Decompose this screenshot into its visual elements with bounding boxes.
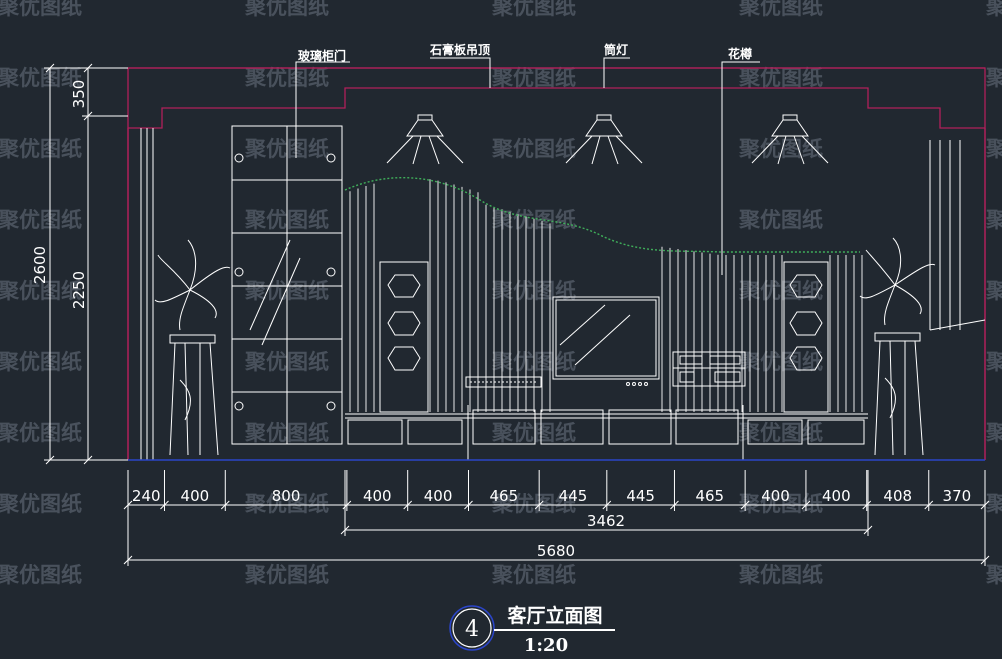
watermark-text: 聚优图纸: [491, 0, 576, 19]
watermark-text: 聚优图纸: [738, 0, 823, 19]
dimension-value: 400: [424, 487, 453, 505]
dimension-value: 408: [883, 487, 912, 505]
watermark-text: 聚优图纸: [985, 492, 1002, 516]
dimension-value: 400: [822, 487, 851, 505]
right-speaker: [783, 261, 829, 413]
watermark-text: 聚优图纸: [491, 137, 576, 161]
watermark-text: 聚优图纸: [491, 279, 576, 303]
watermark-text: 聚优图纸: [491, 66, 576, 90]
dim-left-total: 2600: [31, 246, 49, 284]
watermark-text: 聚优图纸: [985, 137, 1002, 161]
dimension-value: 445: [559, 487, 588, 505]
dimension-value: 240: [132, 487, 161, 505]
watermark-text: 聚优图纸: [985, 208, 1002, 232]
watermark-text: 聚优图纸: [738, 66, 823, 90]
dimension-value: 800: [272, 487, 301, 505]
watermark-text: 聚优图纸: [0, 492, 82, 516]
title-block: [449, 605, 615, 651]
drawing-scale: 1:20: [524, 635, 568, 656]
watermark-text: 聚优图纸: [244, 66, 329, 90]
wave-top-profile: [344, 177, 860, 253]
television: [552, 296, 660, 386]
tv-cabinet: [345, 405, 868, 460]
left-speaker: [379, 261, 429, 413]
dimension-value: 370: [943, 487, 972, 505]
watermark-text: 聚优图纸: [738, 421, 823, 445]
watermark-text: 聚优图纸: [985, 0, 1002, 19]
dim-overall: 5680: [537, 542, 575, 560]
total-dimension-lines: [123, 470, 990, 566]
dimension-value: 445: [626, 487, 655, 505]
dimension-value: 465: [695, 487, 724, 505]
glass-cabinet: [231, 125, 343, 445]
left-dimension-lines: [44, 63, 128, 465]
watermark-text: 聚优图纸: [738, 208, 823, 232]
dimension-value: 400: [761, 487, 790, 505]
spotlights: [386, 114, 829, 165]
bottom-dimension-chain: [123, 470, 990, 511]
dim-mid-total: 3462: [587, 512, 625, 530]
dim-left-mid: 2250: [70, 271, 88, 309]
dvd-player: [465, 376, 542, 388]
spotlight-fixture: [386, 114, 464, 165]
dimension-value: 400: [181, 487, 210, 505]
watermark-text: 聚优图纸: [985, 563, 1002, 587]
label-glass-door: 玻璃柜门: [298, 48, 346, 63]
watermark-text: 聚优图纸: [985, 279, 1002, 303]
label-ceiling: 石膏板吊顶: [429, 42, 490, 57]
dim-left-top: 350: [70, 80, 88, 109]
bottom-dimension-values: 240 400 800 400 400 465 445 445 465 400 400 408 370: [132, 487, 971, 505]
watermark-text: 聚优图纸: [491, 208, 576, 232]
right-plant: [859, 237, 936, 456]
watermark-text: 聚优图纸: [738, 279, 823, 303]
ceiling-outline: [127, 67, 986, 460]
watermark-text: 聚优图纸: [0, 563, 82, 587]
dimension-value: 465: [490, 487, 519, 505]
watermark-text: 聚优图纸: [491, 350, 576, 374]
spotlight-fixture: [565, 114, 643, 165]
watermark-text: 聚优图纸: [244, 0, 329, 19]
label-pattern: 花樽: [728, 46, 752, 61]
watermark-text: 聚优图纸: [244, 492, 329, 516]
watermark-text: 聚优图纸: [491, 563, 576, 587]
watermark-layer: 聚优图纸聚优图纸聚优图纸聚优图纸聚优图纸聚优图纸聚优图纸聚优图纸聚优图纸聚优图纸…: [0, 0, 1002, 587]
watermark-text: 聚优图纸: [491, 421, 576, 445]
label-spotlight: 筒灯: [604, 42, 628, 57]
watermark-text: 聚优图纸: [0, 350, 82, 374]
watermark-text: 聚优图纸: [738, 492, 823, 516]
left-plant: [154, 239, 231, 456]
annotation-leaders: [295, 57, 760, 275]
watermark-text: 聚优图纸: [738, 137, 823, 161]
drawing-number: 4: [465, 617, 479, 642]
drawing-title: 客厅立面图: [507, 604, 602, 627]
watermark-text: 聚优图纸: [985, 421, 1002, 445]
spotlight-fixture: [751, 114, 829, 165]
watermark-text: 聚优图纸: [985, 350, 1002, 374]
watermark-text: 聚优图纸: [491, 492, 576, 516]
watermark-text: 聚优图纸: [0, 66, 82, 90]
watermark-text: 聚优图纸: [244, 563, 329, 587]
audio-receiver: [672, 351, 746, 387]
watermark-text: 聚优图纸: [0, 421, 82, 445]
watermark-text: 聚优图纸: [0, 0, 82, 19]
watermark-text: 聚优图纸: [985, 66, 1002, 90]
dimension-value: 400: [363, 487, 392, 505]
watermark-text: 聚优图纸: [0, 137, 82, 161]
watermark-text: 聚优图纸: [0, 208, 82, 232]
watermark-text: 聚优图纸: [0, 279, 82, 303]
watermark-text: 聚优图纸: [738, 563, 823, 587]
side-walls: [140, 128, 986, 460]
